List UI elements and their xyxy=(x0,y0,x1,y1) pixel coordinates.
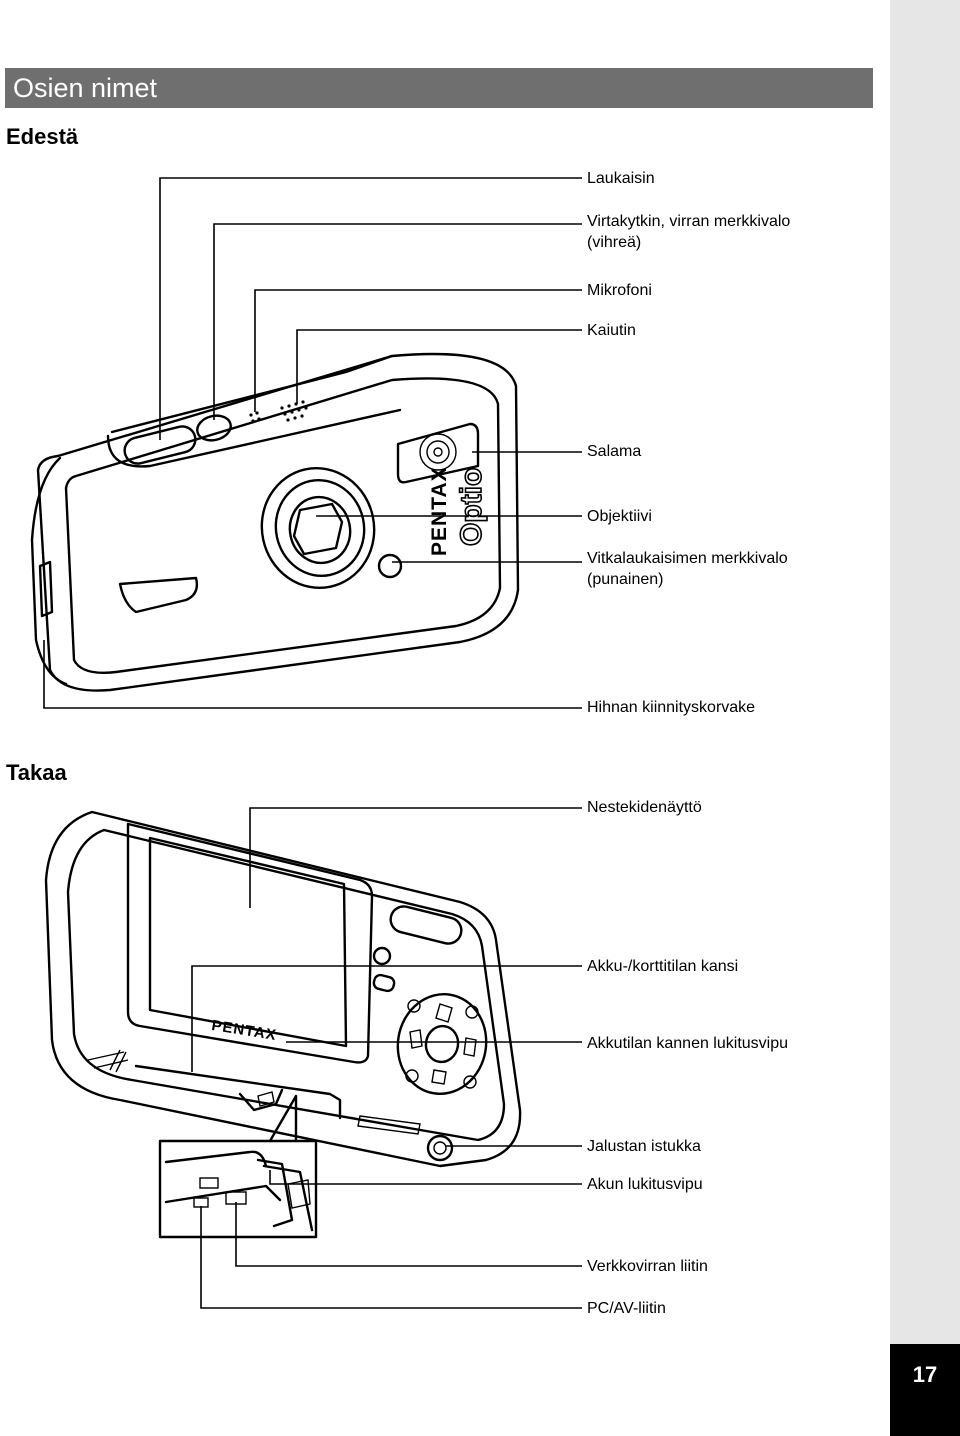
label-lcd-monitor: Nestekidenäyttö xyxy=(587,799,702,816)
label-pc-av-terminal: PC/AV-liitin xyxy=(587,1300,666,1317)
label-lens: Objektiivi xyxy=(587,508,652,525)
label-speaker: Kaiutin xyxy=(587,322,636,339)
label-battery-card-cover: Akku-/korttitilan kansi xyxy=(587,958,739,975)
optio-logo: Optio xyxy=(454,467,489,547)
page-sidebar xyxy=(890,0,960,1436)
label-power-switch: Virtakytkin, virran merkkivalo(vihreä) xyxy=(587,213,791,251)
label-shutter: Laukaisin xyxy=(587,170,655,187)
section-heading-front: Edestä xyxy=(6,124,79,149)
label-flash: Salama xyxy=(587,443,642,460)
pentax-logo-front: PENTAX xyxy=(428,466,451,556)
microphone-holes xyxy=(249,411,261,423)
page-number: 17 xyxy=(912,1362,938,1387)
back-camera-drawing xyxy=(44,810,522,1168)
label-strap-lug: Hihnan kiinnityskorvake xyxy=(587,699,756,716)
label-microphone: Mikrofoni xyxy=(587,282,652,299)
label-tripod-socket: Jalustan istukka xyxy=(587,1138,701,1155)
speaker-holes xyxy=(280,400,308,422)
label-cover-lock-lever: Akkutilan kannen lukitusvipu xyxy=(587,1035,789,1052)
label-self-timer-lamp: Vitkalaukaisimen merkkivalo(punainen) xyxy=(587,550,788,588)
title-bar: Osien nimet xyxy=(5,68,873,108)
inset-detail xyxy=(158,1094,318,1239)
callout-lines xyxy=(43,177,582,1309)
page-number-box: 17 xyxy=(890,1344,960,1436)
label-battery-lock-lever: Akun lukitusvipu xyxy=(587,1176,703,1193)
page-title: Osien nimet xyxy=(13,73,158,103)
label-ac-terminal: Verkkovirran liitin xyxy=(587,1258,708,1275)
section-heading-back: Takaa xyxy=(6,760,67,785)
